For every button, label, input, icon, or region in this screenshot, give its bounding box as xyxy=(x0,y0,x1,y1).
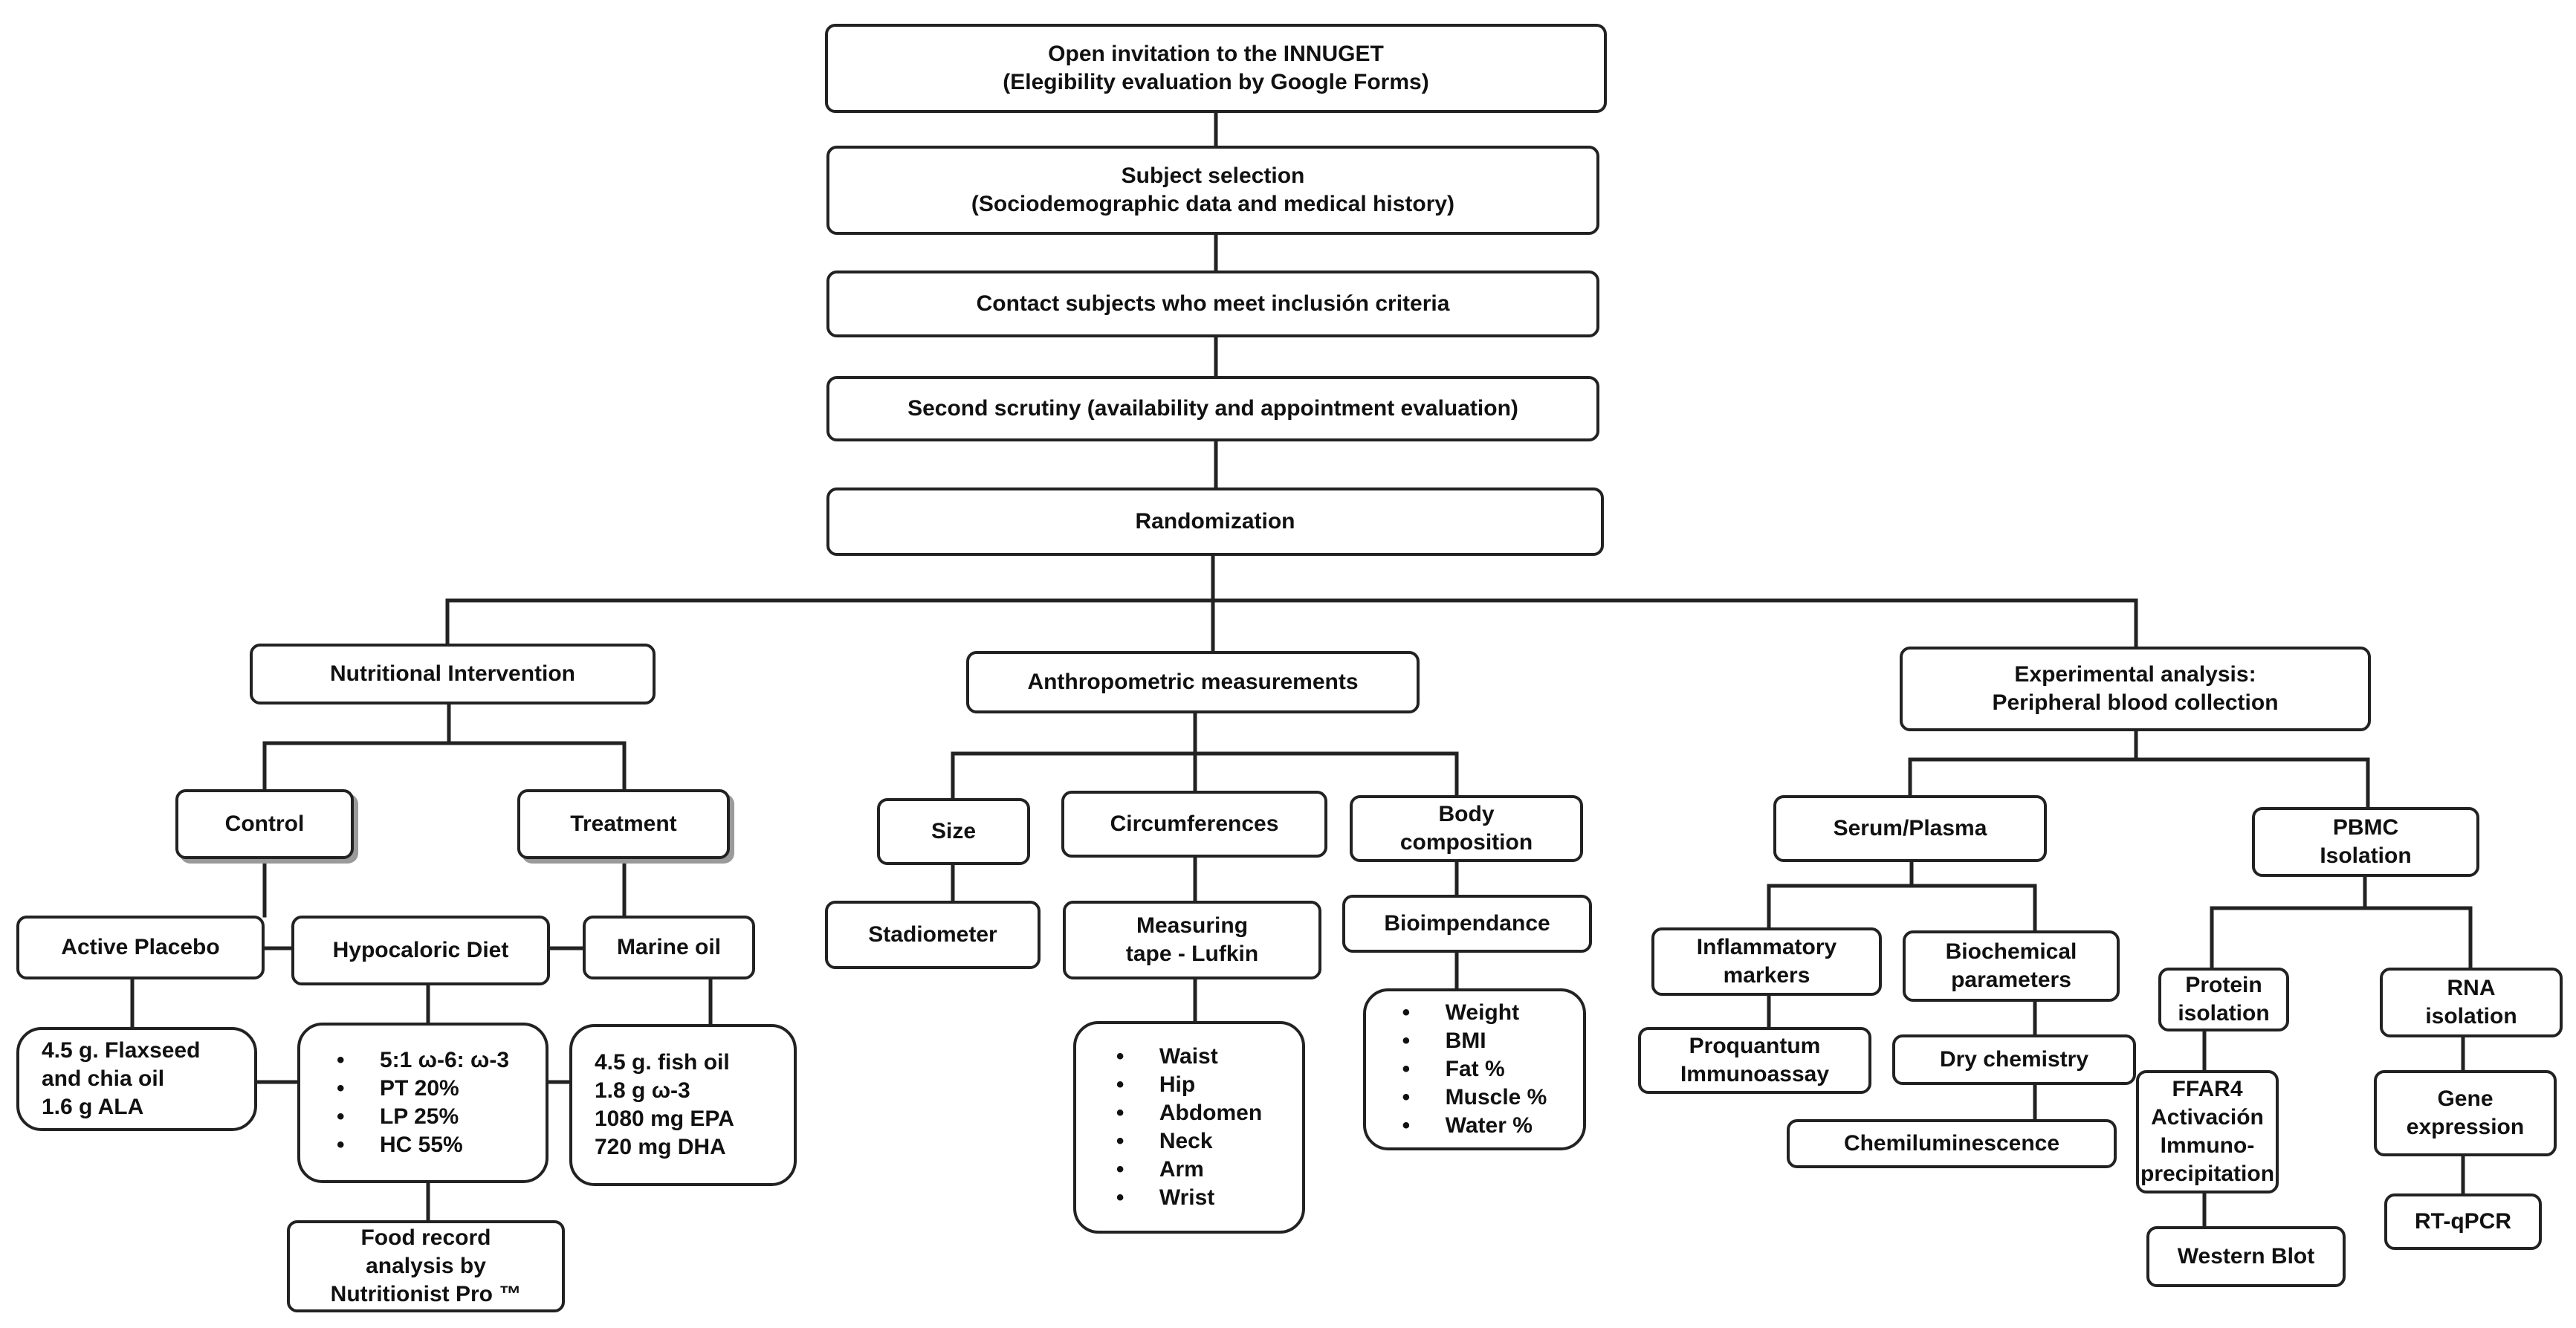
size-box: Size xyxy=(877,798,1030,865)
invitation-box: Open invitation to the INNUGET(Elegibili… xyxy=(825,24,1607,113)
body-item: •BMI xyxy=(1402,1029,1486,1053)
circ-item: •Wrist xyxy=(1116,1185,1215,1210)
edge-anthro-branches xyxy=(951,711,1459,800)
subject-selection-box: Subject selection(Sociodemographic data … xyxy=(826,146,1599,235)
chemiluminescence-box: Chemiluminescence xyxy=(1787,1119,2117,1168)
circ-item: •Hip xyxy=(1116,1072,1196,1097)
edge-anthro-tools xyxy=(951,855,1459,903)
bioimpedance-box: Bioimpendance xyxy=(1342,895,1592,953)
body-item: •Muscle % xyxy=(1402,1085,1547,1110)
randomization-box: Randomization xyxy=(826,488,1604,556)
edge-serum-leaves xyxy=(1767,994,2037,1121)
western-blot-box: Western Blot xyxy=(2146,1226,2346,1287)
dry-chemistry-box: Dry chemistry xyxy=(1892,1034,2136,1085)
diet-item: •PT 20% xyxy=(336,1076,459,1101)
diet-detail-box: •5:1 ω-6: ω-3 •PT 20% •LP 25% •HC 55% xyxy=(297,1023,548,1183)
contact-subjects-box: Contact subjects who meet inclusión crit… xyxy=(826,271,1599,337)
body-item: •Weight xyxy=(1402,1000,1520,1025)
edge-pbmc-leaves xyxy=(2202,1029,2465,1228)
edge-exp-branches xyxy=(1908,729,2370,809)
body-item: •Fat % xyxy=(1402,1057,1505,1081)
edge-serum-branches xyxy=(1767,860,2037,933)
treatment-box: Treatment xyxy=(517,789,730,859)
experimental-analysis-box: Experimental analysis:Peripheral blood c… xyxy=(1900,647,2371,731)
edge-groups-subgroups xyxy=(262,857,627,918)
edge-subgroup-details xyxy=(130,977,713,1029)
circ-item: •Neck xyxy=(1116,1129,1213,1153)
marine-oil-box: Marine oil xyxy=(583,916,755,979)
edge-nutritional-groups xyxy=(262,702,627,791)
diet-item: •5:1 ω-6: ω-3 xyxy=(336,1048,510,1072)
diet-item: •LP 25% xyxy=(336,1104,459,1129)
circumferences-list-box: •Waist •Hip •Abdomen •Neck •Arm •Wrist xyxy=(1073,1021,1305,1234)
nutritional-intervention-box: Nutritional Intervention xyxy=(250,644,656,705)
diet-item: •HC 55% xyxy=(336,1133,463,1157)
edge-pbmc-branches xyxy=(2210,875,2473,970)
circ-item: •Arm xyxy=(1116,1157,1204,1182)
serum-plasma-box: Serum/Plasma xyxy=(1773,795,2047,862)
circumferences-box: Circumferences xyxy=(1061,791,1327,858)
body-composition-list-box: •Weight •BMI •Fat % •Muscle % •Water % xyxy=(1363,988,1586,1150)
second-scrutiny-box: Second scrutiny (availability and appoin… xyxy=(826,376,1599,441)
body-item: •Water % xyxy=(1402,1113,1533,1138)
anthropometric-box: Anthropometric measurements xyxy=(966,651,1420,713)
control-box: Control xyxy=(175,789,354,859)
stadiometer-box: Stadiometer xyxy=(825,901,1041,969)
edge-anthro-lists xyxy=(1193,950,1459,1023)
hypocaloric-diet-box: Hypocaloric Diet xyxy=(291,916,550,985)
rt-qpcr-box: RT-qPCR xyxy=(2384,1193,2542,1250)
active-placebo-box: Active Placebo xyxy=(16,916,265,979)
circ-item: •Abdomen xyxy=(1116,1101,1263,1125)
edge-randomization-branches xyxy=(445,554,2138,653)
circ-item: •Waist xyxy=(1116,1044,1218,1069)
